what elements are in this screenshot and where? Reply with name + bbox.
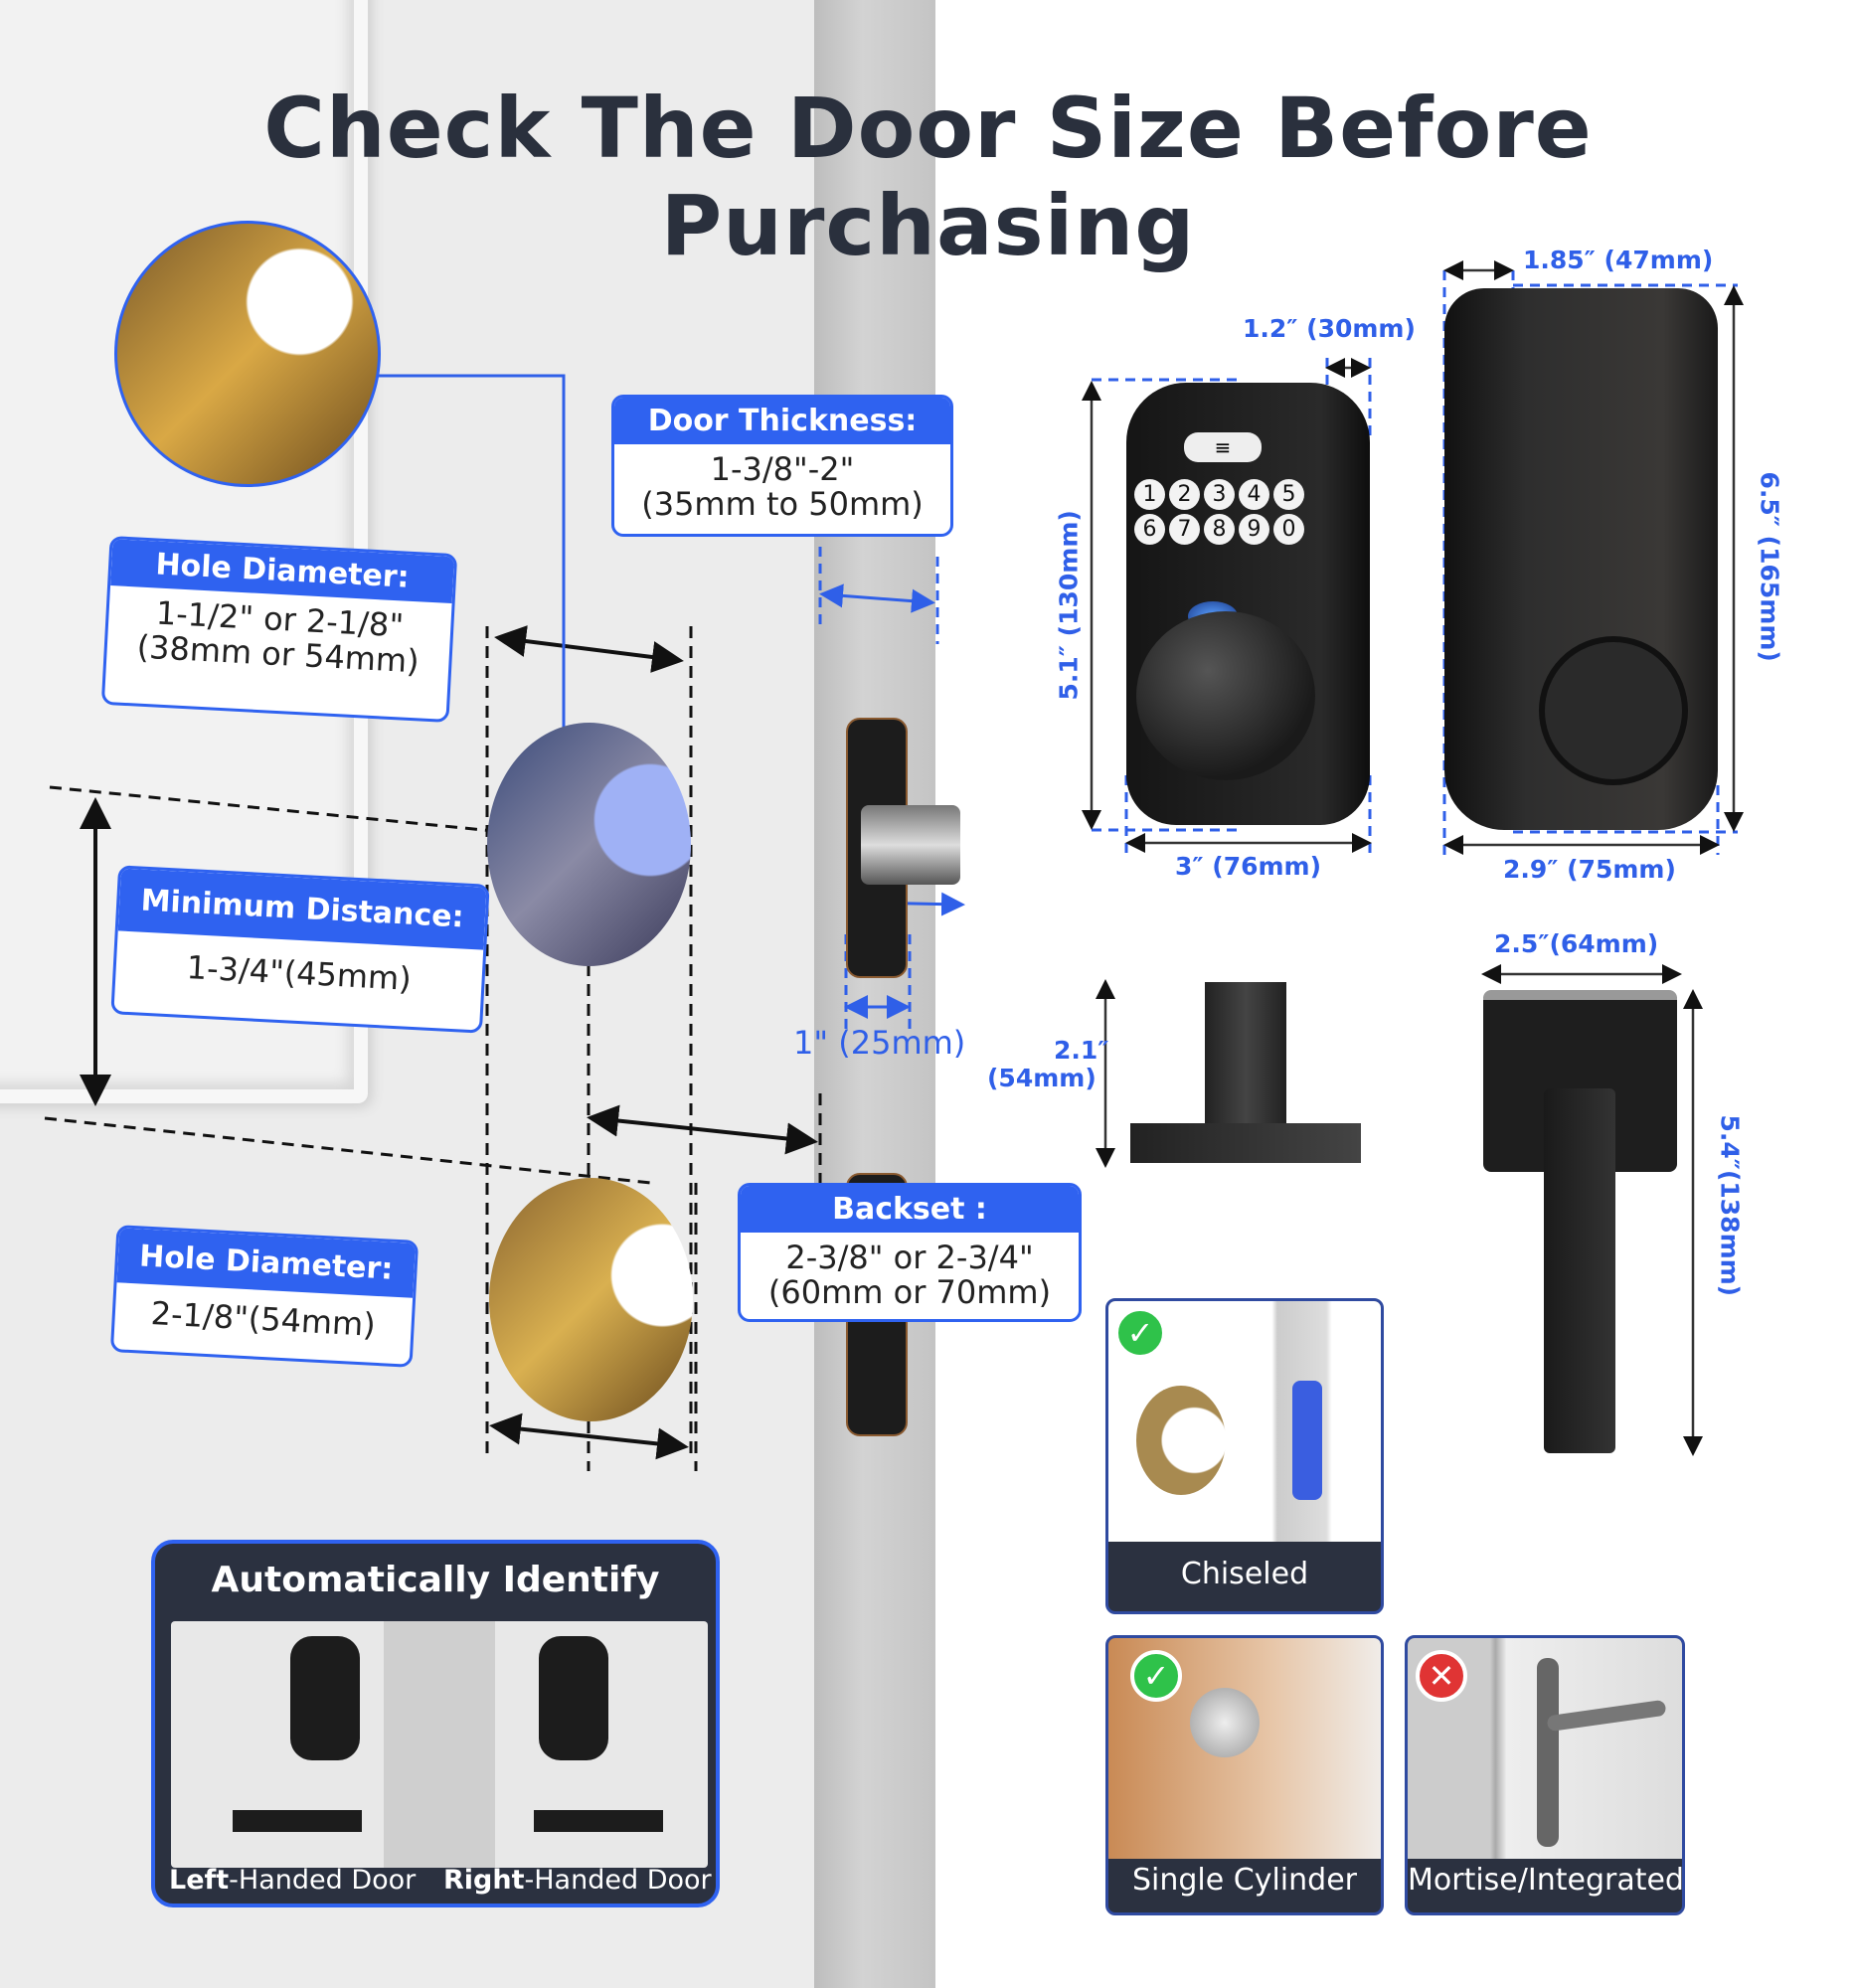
hole-image-top (487, 723, 691, 966)
interior-width-label: 2.9″ (75mm) (1503, 855, 1676, 884)
keypad-key: 0 (1273, 514, 1304, 545)
lever-handle (1544, 1088, 1615, 1453)
keypad-width-label: 3″ (76mm) (1175, 852, 1322, 881)
door-thickness-metric: (35mm to 50mm) (641, 485, 924, 524)
mortise-label: Mortise/Integrated (1408, 1863, 1684, 1898)
door-thickness-heading: Door Thickness: (614, 398, 950, 444)
keypad-key: 9 (1239, 514, 1269, 545)
keypad-key: 5 (1273, 479, 1304, 510)
page-title: Check The Door Size Before Purchasing (263, 80, 1593, 274)
bolt-length-label-1: 2.1″ (1054, 1036, 1109, 1065)
keypad-height-label: 5.1″ (130mm) (1054, 510, 1084, 701)
handed-doors-image (171, 1621, 708, 1868)
backset-box: Backset : 2-3/8" or 2-3/4"(60mm or 70mm) (738, 1183, 1082, 1322)
keypad-key: 1 (1134, 479, 1165, 510)
single-cylinder-label: Single Cylinder (1132, 1863, 1357, 1898)
hole-image-bottom (489, 1178, 693, 1421)
deadbolt-plate (1130, 1123, 1361, 1163)
keypad-key: 7 (1169, 514, 1200, 545)
x-icon: ✕ (1416, 1650, 1467, 1702)
check-icon: ✓ (1114, 1307, 1166, 1359)
right-handed-label: Right-Handed Door (443, 1865, 712, 1896)
keypad-key: 4 (1239, 479, 1269, 510)
auto-identify-panel: Automatically Identify Left-Handed Door … (151, 1540, 720, 1907)
latch-closeup-image (114, 221, 381, 487)
latch-width-label: 1" (25mm) (793, 1024, 966, 1062)
backset-value: 2-3/8" or 2-3/4" (785, 1239, 1034, 1276)
latch-bolt (861, 805, 960, 885)
bolt-length-label-2: (54mm) (987, 1064, 1097, 1092)
left-handed-label: Left-Handed Door (169, 1865, 417, 1896)
deadbolt-image (1205, 982, 1286, 1126)
chiseled-label: Chiseled (1180, 1557, 1309, 1591)
deadbolt-knob (1136, 611, 1315, 780)
door-type-card-mortise: ✕ Mortise/Integrated (1405, 1635, 1685, 1915)
auto-identify-title: Automatically Identify (211, 1560, 660, 1600)
single-cylinder-image: ✓ (1108, 1638, 1381, 1859)
minimum-distance-box: Minimum Distance: 1-3/4"(45mm) (110, 865, 490, 1034)
backset-metric: (60mm or 70mm) (767, 1273, 1052, 1312)
hole-diameter-box-1: Hole Diameter: 1-1/2" or 2-1/8"(38mm or … (100, 535, 458, 724)
keypad-key: 3 (1204, 479, 1235, 510)
left-handed-rest: -Handed Door (229, 1865, 417, 1896)
lever-height-label: 5.4″(138mm) (1715, 1114, 1745, 1297)
door-thickness-value: 1-3/8"-2" (710, 450, 855, 488)
keypad-key: 2 (1169, 479, 1200, 510)
backset-heading: Backset : (741, 1186, 1079, 1233)
lever-width-label: 2.5″(64mm) (1494, 929, 1659, 958)
keypad-depth-label: 1.2″ (30mm) (1243, 314, 1416, 343)
interior-lock-image (1444, 288, 1718, 830)
door-type-card-chiseled: ✓ Chiseled (1105, 1298, 1384, 1614)
menu-button: ≡ (1184, 432, 1262, 462)
interior-depth-label: 1.85″ (47mm) (1523, 246, 1714, 274)
keypad-key: 6 (1134, 514, 1165, 545)
mortise-image: ✕ (1408, 1638, 1682, 1859)
hole-diameter-box-2: Hole Diameter: 2-1/8"(54mm) (109, 1225, 420, 1368)
door-thickness-box: Door Thickness: 1-3/8"-2"(35mm to 50mm) (611, 395, 953, 537)
door-edge (814, 0, 935, 1988)
chiseled-image: ✓ (1108, 1301, 1381, 1542)
interior-height-label: 6.5″ (165mm) (1755, 471, 1784, 662)
thumbturn (1539, 636, 1688, 785)
keypad-key: 8 (1204, 514, 1235, 545)
door-type-card-single-cylinder: ✓ Single Cylinder (1105, 1635, 1384, 1915)
check-icon: ✓ (1130, 1650, 1182, 1702)
